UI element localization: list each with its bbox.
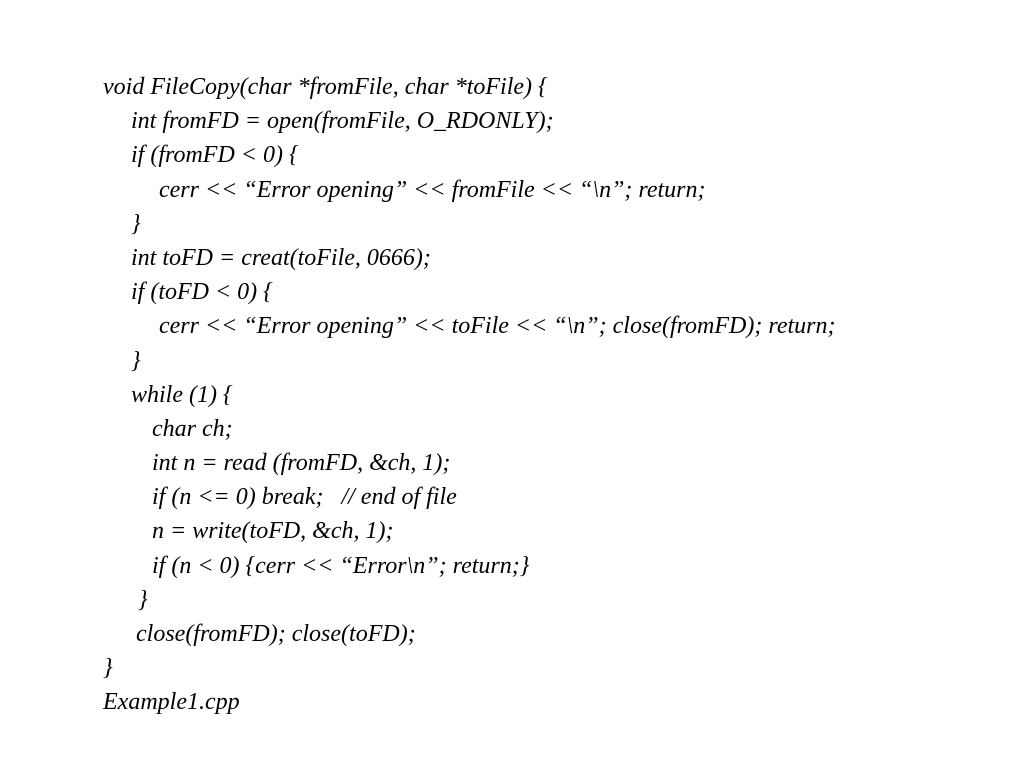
code-line-function-signature: void FileCopy(char *fromFile, char *toFi… <box>103 74 548 100</box>
code-line-if-tofd: if (toFD < 0) { <box>131 279 273 306</box>
code-line-close-brace-4: } <box>103 655 113 682</box>
code-line-open-fromfd: int fromFD = open(fromFile, O_RDONLY); <box>131 108 554 135</box>
code-line-read: int n = read (fromFD, &ch, 1); <box>152 450 451 477</box>
code-line-if-fromfd: if (fromFD < 0) { <box>131 142 299 169</box>
code-line-while: while (1) { <box>131 381 233 408</box>
code-line-cerr-tofile: cerr << “Error opening” << toFile << “\n… <box>159 313 836 340</box>
code-line-write: n = write(toFD, &ch, 1); <box>152 518 394 545</box>
code-line-close-brace-1: } <box>131 210 141 237</box>
code-line-close-fds: close(fromFD); close(toFD); <box>136 621 416 647</box>
code-line-if-error: if (n < 0) {cerr << “Error\n”; return;} <box>152 552 530 579</box>
code-line-if-break: if (n <= 0) break; // end of file <box>152 484 457 511</box>
code-line-char-ch: char ch; <box>152 415 233 442</box>
code-listing: void FileCopy(char *fromFile, char *toFi… <box>103 70 835 720</box>
code-line-close-brace-3: } <box>138 586 148 613</box>
file-caption: Example1.cpp <box>103 689 240 716</box>
code-line-creat-tofd: int toFD = creat(toFile, 0666); <box>131 244 431 271</box>
code-line-close-brace-2: } <box>131 347 141 374</box>
code-line-cerr-fromfile: cerr << “Error opening” << fromFile << “… <box>159 176 706 203</box>
